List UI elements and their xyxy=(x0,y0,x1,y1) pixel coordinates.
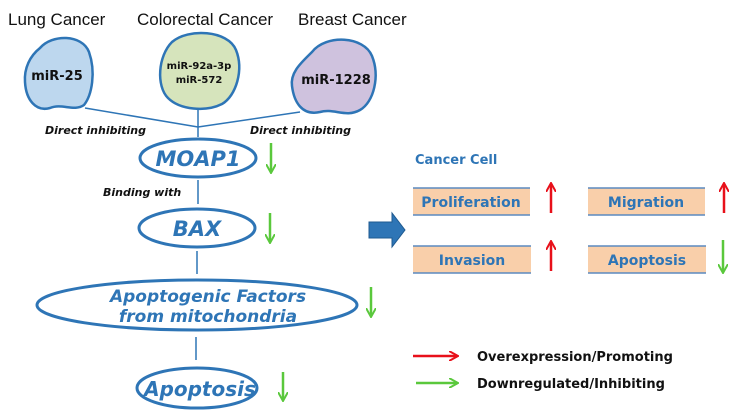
effect-box-bg xyxy=(413,188,530,215)
node-label: Apoptogenic Factors xyxy=(108,287,306,307)
node-label: from mitochondria xyxy=(119,307,297,327)
pathway-node-bax: BAX xyxy=(137,207,257,249)
mirna-connectors xyxy=(84,107,301,137)
legend: Overexpression/Promoting Downregulated/I… xyxy=(413,350,673,392)
effect-box-apoptosis: Apoptosis xyxy=(588,245,706,274)
connector-breast xyxy=(197,111,301,128)
block-arrow-right-icon xyxy=(368,211,406,249)
node-ellipse xyxy=(135,366,259,410)
pathway-node-apoptosis: Apoptosis xyxy=(135,366,259,410)
pathway-node-apoptogenic-factors: Apoptogenic Factors from mitochondria xyxy=(35,278,359,332)
mirna-blob-lung xyxy=(23,36,94,111)
cancer-cell-title: Cancer Cell xyxy=(415,153,497,168)
edge-label-direct-inhibiting-left: Direct inhibiting xyxy=(45,124,146,137)
effect-label: Migration xyxy=(608,195,684,211)
mirna-node-breast: miR-1228 xyxy=(290,38,377,115)
legend-label: Downregulated/Inhibiting xyxy=(477,377,665,392)
connector-lung xyxy=(84,107,199,128)
cancer-title-lung: Lung Cancer xyxy=(8,10,106,29)
pathway-arrows xyxy=(270,143,371,400)
mirna-blob-colorectal xyxy=(158,31,241,111)
effect-arrows xyxy=(551,184,724,272)
mirna-label: miR-1228 xyxy=(301,73,371,88)
effect-box-bg xyxy=(413,246,531,273)
cancer-title-breast: Breast Cancer xyxy=(298,10,407,29)
mirna-label: miR-92a-3p xyxy=(167,61,232,72)
node-ellipse xyxy=(35,278,359,332)
edge-label-direct-inhibiting-right: Direct inhibiting xyxy=(250,124,351,137)
edge-label-binding-with: Binding with xyxy=(103,186,181,199)
effect-box-bg xyxy=(588,246,706,273)
mirna-label: miR-572 xyxy=(176,75,223,86)
node-label: Apoptosis xyxy=(142,377,256,401)
legend-item-downregulated: Downregulated/Inhibiting xyxy=(416,377,665,392)
node-label: BAX xyxy=(173,217,223,241)
legend-label: Overexpression/Promoting xyxy=(477,350,673,365)
node-ellipse xyxy=(138,137,258,179)
effect-label: Invasion xyxy=(439,253,505,269)
node-ellipse xyxy=(137,207,257,249)
mirna-blob-breast xyxy=(290,38,377,115)
effect-label: Proliferation xyxy=(421,195,520,211)
mirna-node-colorectal: miR-92a-3p miR-572 xyxy=(158,31,241,111)
effect-box-invasion: Invasion xyxy=(413,245,531,274)
mirna-label: miR-25 xyxy=(31,69,83,84)
cancer-title-colorectal: Colorectal Cancer xyxy=(137,10,273,29)
effect-box-migration: Migration xyxy=(588,187,705,216)
effect-label: Apoptosis xyxy=(608,253,686,269)
pathway-node-moap1: MOAP1 xyxy=(138,137,258,179)
effect-box-bg xyxy=(588,188,705,215)
legend-item-overexpression: Overexpression/Promoting xyxy=(413,350,673,365)
effect-box-proliferation: Proliferation xyxy=(413,187,530,216)
mirna-node-lung: miR-25 xyxy=(23,36,94,111)
node-label: MOAP1 xyxy=(155,147,240,171)
